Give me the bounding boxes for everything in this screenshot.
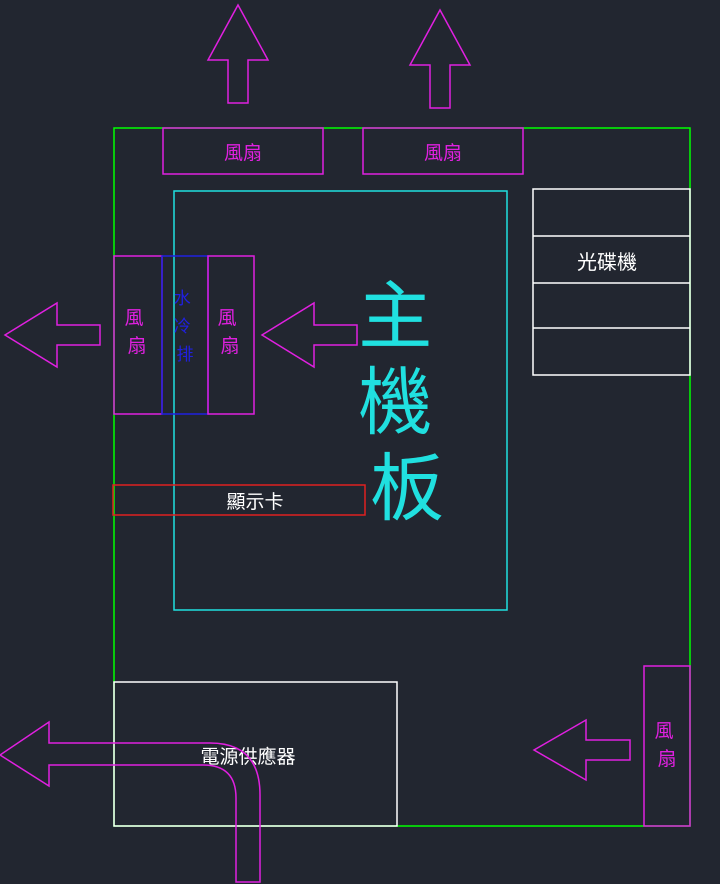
radiator-label: 水 冷 排	[174, 289, 196, 365]
optical-drive-label: 光碟機	[577, 250, 637, 274]
rear-fan-inner-label: 風 扇	[217, 307, 242, 357]
motherboard: 主 機 板	[173, 190, 508, 611]
rear-exhaust-arrow	[3, 301, 101, 369]
front-fan-label: 風 扇	[654, 720, 679, 770]
optical-drive-bays: 光碟機	[532, 188, 691, 376]
front-fan: 風 扇	[643, 665, 691, 827]
graphics-card-label: 顯示卡	[226, 491, 283, 513]
top-fan-left: 風扇	[162, 127, 324, 175]
graphics-card: 顯示卡	[112, 484, 366, 516]
psu-airflow-arrow	[0, 720, 261, 883]
rear-fan-outer: 風 扇	[113, 255, 163, 415]
front-intake-arrow	[532, 718, 631, 782]
rear-intake-arrow	[260, 301, 358, 369]
top-fan-left-label: 風扇	[224, 142, 262, 164]
rear-fan-outer-label: 風 扇	[124, 307, 149, 357]
top-fan-right: 風扇	[362, 127, 524, 175]
top-fan-right-label: 風扇	[424, 142, 462, 164]
radiator: 水 冷 排	[161, 255, 209, 415]
power-supply: 電源供應器	[113, 681, 398, 827]
motherboard-label: 主 機 板	[358, 274, 456, 532]
rear-fan-inner: 風 扇	[207, 255, 255, 415]
top-exhaust-arrow-left	[206, 3, 270, 104]
top-exhaust-arrow-right	[408, 8, 472, 109]
